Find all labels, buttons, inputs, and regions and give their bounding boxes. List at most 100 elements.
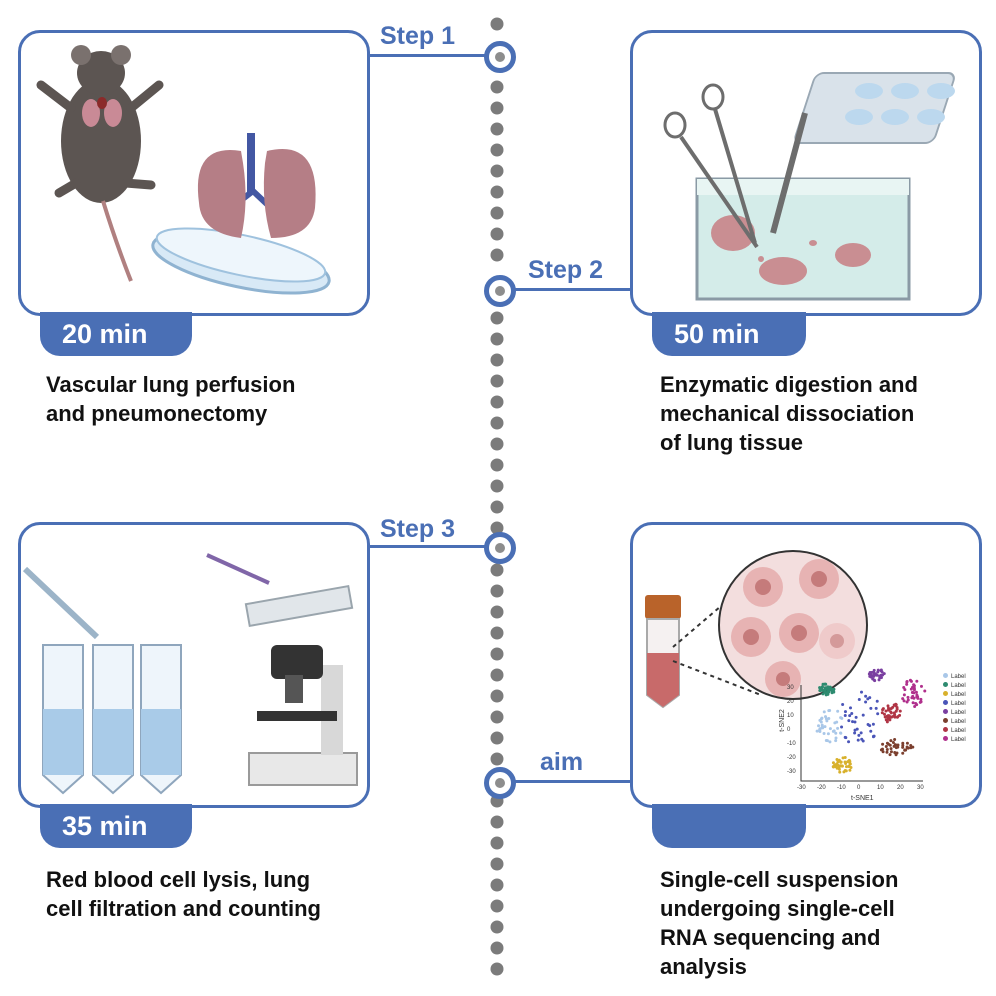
tsne-point: [847, 719, 851, 723]
tsne-point: [866, 697, 870, 701]
tsne-point: [827, 716, 831, 720]
tsne-legend-item: Label: [943, 673, 966, 682]
timeline-dot: [490, 710, 504, 724]
tsne-point: [879, 676, 883, 680]
caption-step3: Red blood cell lysis, lung cell filtrati…: [46, 865, 321, 923]
tsne-plot: [800, 668, 927, 782]
timeline-dot: [490, 836, 504, 850]
tsne-point: [841, 756, 845, 760]
tsne-point: [850, 712, 854, 716]
tsne-point: [836, 726, 840, 730]
connector-step3: [368, 545, 490, 548]
tsne-point: [895, 751, 899, 755]
legend-label: Label: [951, 683, 966, 689]
tsne-point: [869, 729, 873, 733]
petri-dish-icon: [151, 227, 331, 295]
legend-label: Label: [951, 692, 966, 698]
tsne-point: [823, 688, 827, 692]
tsne-ytick: -10: [787, 741, 796, 747]
tsne-point: [840, 725, 844, 729]
tsne-point: [822, 732, 826, 736]
tsne-point: [888, 753, 892, 757]
tsne-point: [824, 691, 828, 695]
tsne-point: [857, 697, 861, 701]
caption-step2-line3: of lung tissue: [660, 430, 803, 455]
timeline-dot: [490, 353, 504, 367]
tsne-point: [871, 677, 875, 681]
tsne-ytick: 10: [787, 713, 794, 719]
step3-label: Step 3: [380, 515, 456, 543]
tsne-point: [855, 727, 859, 731]
tsne-point: [903, 688, 907, 692]
tsne-point: [848, 714, 852, 718]
legend-dot-icon: [943, 736, 948, 741]
tsne-xtick: 20: [897, 785, 904, 791]
tsne-point: [831, 761, 835, 765]
tsne-point: [856, 738, 860, 742]
tsne-point: [844, 761, 848, 765]
timeline-dot: [490, 584, 504, 598]
tsne-point: [841, 703, 845, 707]
tsne-ytick: -30: [787, 769, 796, 775]
timeline-dot: [490, 857, 504, 871]
tsne-point: [860, 690, 864, 694]
tsne-point: [824, 682, 828, 686]
timeline-dot: [490, 731, 504, 745]
legend-dot-icon: [943, 691, 948, 696]
tsne-xtick: 0: [857, 785, 861, 791]
tsne-ytick: -20: [787, 755, 796, 761]
tsne-point: [821, 682, 825, 686]
tsne-point: [859, 731, 863, 735]
timeline-dot: [490, 668, 504, 682]
connector-step1: [368, 54, 490, 57]
tsne-point: [847, 740, 851, 744]
tsne-point: [914, 702, 918, 706]
timeline-dot: [490, 122, 504, 136]
tsne-point: [906, 695, 910, 699]
time-badge-aim: [652, 804, 806, 848]
step1-label: Step 1: [380, 22, 456, 50]
tsne-point: [820, 716, 824, 720]
mouse-lung-illustration: [36, 45, 331, 295]
tsne-point: [851, 720, 855, 724]
caption-aim: Single-cell suspension undergoing single…: [660, 865, 898, 981]
tsne-point: [866, 722, 870, 726]
timeline-dot: [490, 101, 504, 115]
tsne-point: [912, 696, 916, 700]
tsne-point: [820, 725, 824, 729]
caption-aim-line3: RNA sequencing and: [660, 925, 881, 950]
timeline-dot: [490, 227, 504, 241]
step1-marker-icon: [484, 41, 516, 73]
timeline-dot: [490, 437, 504, 451]
timeline-dot: [490, 500, 504, 514]
tsne-point: [823, 725, 827, 729]
hemocytometer-icon: [206, 553, 354, 628]
tsne-point: [896, 743, 900, 747]
tsne-point: [886, 704, 890, 708]
tsne-point: [831, 729, 835, 733]
tsne-point: [828, 727, 832, 731]
tsne-legend-item: Label: [943, 736, 966, 745]
tsne-point: [864, 694, 868, 698]
tsne-point: [892, 744, 896, 748]
tsne-ytick: 20: [787, 699, 794, 705]
tsne-point: [869, 706, 873, 710]
tsne-point: [861, 713, 865, 717]
time-badge-step1: 20 min: [40, 312, 192, 356]
tsne-point: [831, 765, 835, 769]
tsne-point: [918, 700, 922, 704]
tsne-point: [834, 739, 838, 743]
tsne-point: [913, 704, 917, 708]
tsne-point: [821, 692, 825, 696]
connector-aim: [512, 780, 632, 783]
caption-aim-line4: analysis: [660, 954, 747, 979]
tsne-point: [885, 748, 889, 752]
tsne-point: [887, 714, 891, 718]
tsne-point: [844, 769, 848, 773]
mouse-icon: [36, 45, 164, 282]
timeline-dot: [490, 479, 504, 493]
tsne-point: [909, 743, 913, 747]
timeline-dot: [490, 374, 504, 388]
